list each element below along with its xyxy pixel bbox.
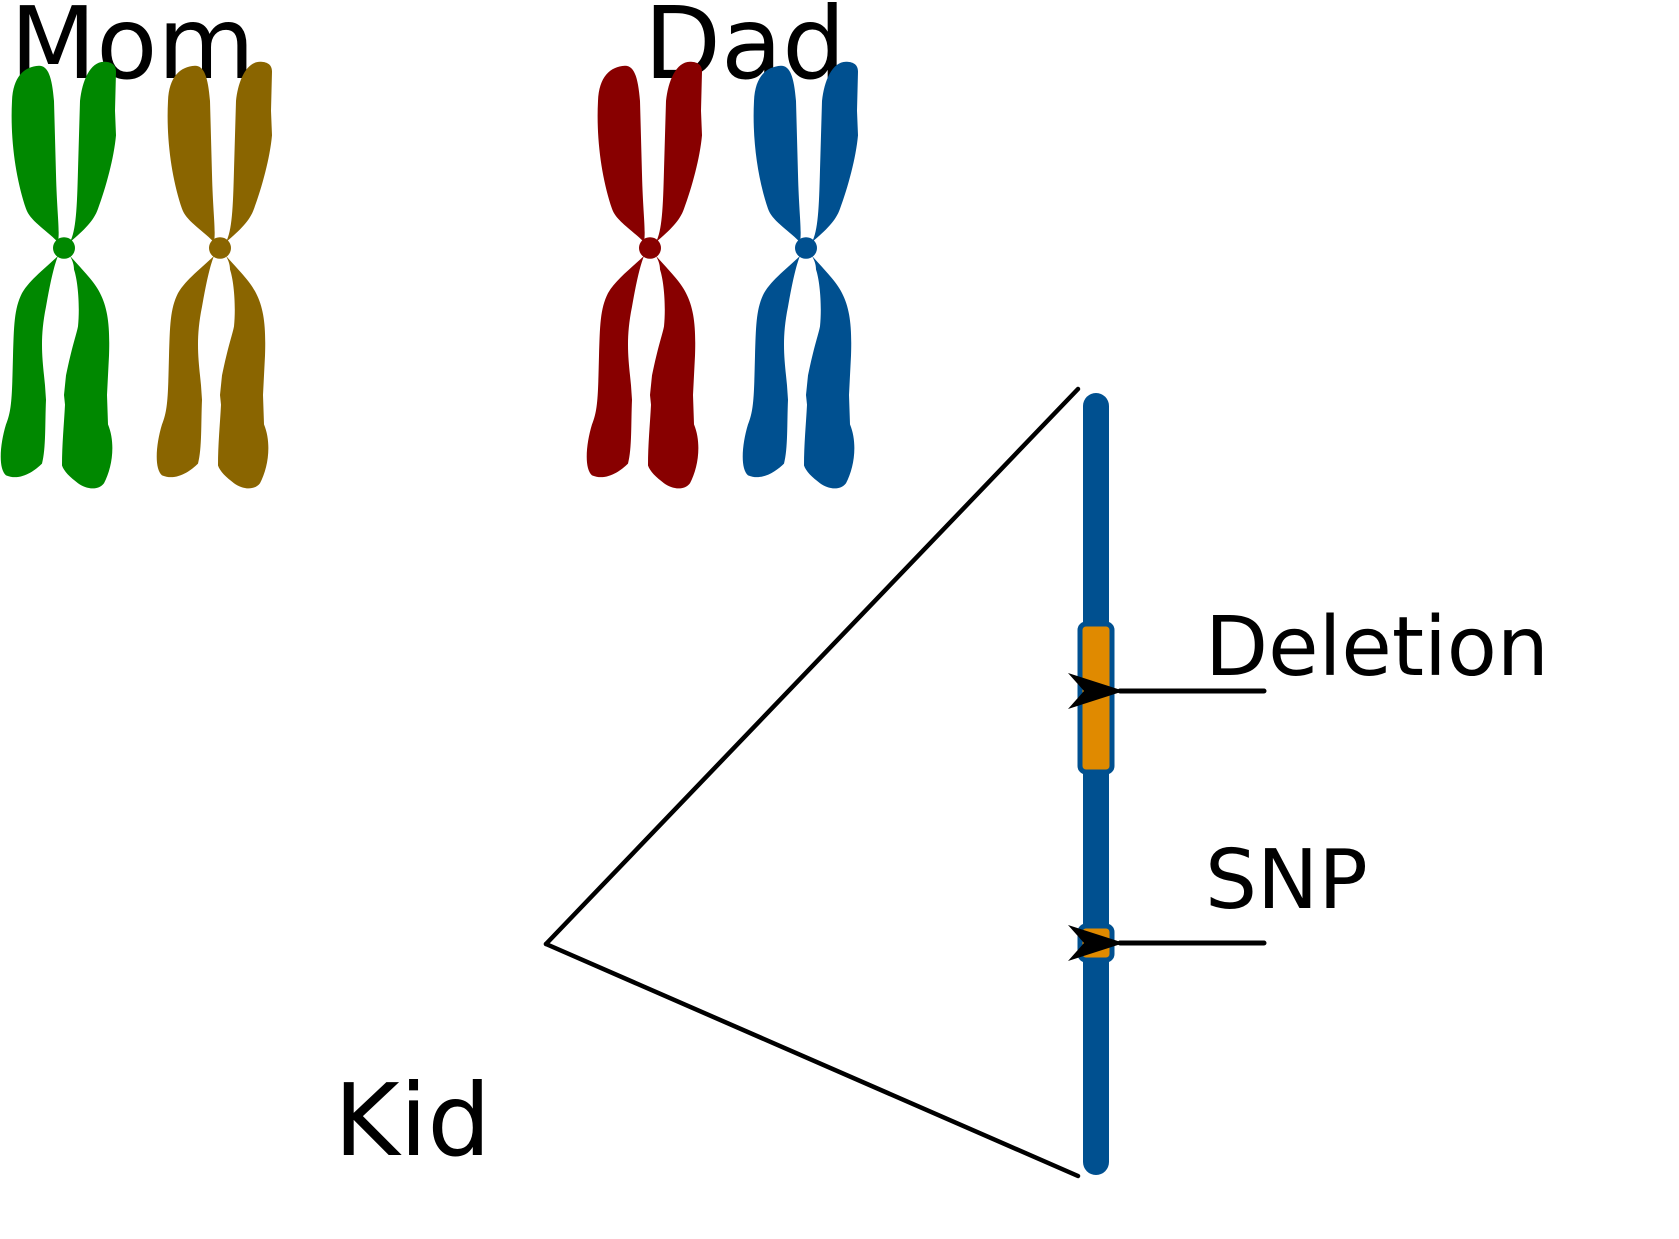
chromosome-band <box>281 932 340 984</box>
chromosome-band <box>445 591 504 610</box>
chromosome-band <box>504 591 552 610</box>
chromosome-band <box>504 650 552 678</box>
chromosome-band <box>445 677 504 710</box>
chromosome-band <box>281 819 340 847</box>
chromosome-band <box>281 587 340 624</box>
deletion-region <box>1077 621 1115 775</box>
chromosome-band <box>340 787 388 820</box>
chromosome-band <box>281 664 340 706</box>
chromosome-band <box>340 910 388 933</box>
kid-maternal-chromosome <box>281 587 388 984</box>
kid-label: Kid <box>334 1062 491 1179</box>
chromosome-band <box>281 787 340 820</box>
mom-chromosome-brown <box>156 61 272 489</box>
snp-label: SNP <box>1205 833 1368 928</box>
chromosome-band <box>281 623 340 665</box>
chromosome-band <box>281 910 340 933</box>
chromosome-band <box>504 786 552 819</box>
chromosome-band <box>504 677 552 710</box>
dad-chromosome-red <box>586 61 702 489</box>
chromosome-band <box>281 723 340 788</box>
chromosome-band <box>445 609 504 651</box>
snp-region <box>1077 923 1115 963</box>
chromosome-band <box>445 886 504 915</box>
chromosome-band <box>445 818 504 846</box>
chromosome-band <box>504 845 552 887</box>
chromosome-band <box>504 609 552 651</box>
chromosome-band <box>504 732 552 787</box>
chromosome-band <box>281 846 340 888</box>
chromosome-band <box>340 664 388 706</box>
chromosome-band <box>281 705 340 724</box>
chromosome-band <box>504 886 552 915</box>
mom-chromosome-green <box>0 61 116 489</box>
chromosome-band <box>445 914 504 988</box>
chromosome-band <box>340 932 388 984</box>
chromosome-band <box>340 705 388 724</box>
chromosome-band <box>445 650 504 678</box>
dad-chromosome-blue <box>742 61 858 489</box>
chromosome-band <box>445 732 504 787</box>
zoom-line-bottom <box>543 941 1081 1179</box>
chromosome-band <box>281 887 340 911</box>
chromosome-band <box>445 845 504 887</box>
chromosome-band <box>504 709 552 733</box>
zoom-line-top <box>543 386 1081 947</box>
chromosome-band <box>504 818 552 846</box>
chromosome-band <box>340 723 388 788</box>
chromosome-band <box>340 623 388 665</box>
chromosome-band <box>340 587 388 624</box>
chromosome-band <box>340 887 388 911</box>
chromosome-band <box>445 709 504 733</box>
chromosome-band <box>445 786 504 819</box>
chromosome-band <box>340 846 388 888</box>
deletion-label: Deletion <box>1205 600 1549 695</box>
kid-paternal-chromosome <box>445 591 552 988</box>
chromosome-band <box>340 819 388 847</box>
